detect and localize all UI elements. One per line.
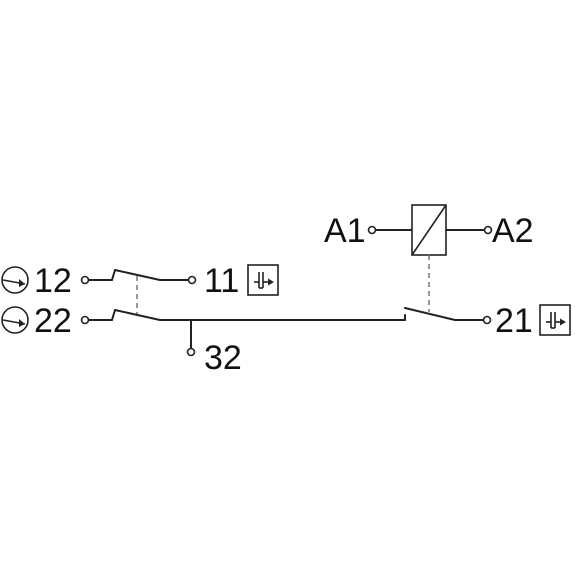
contact-blade-22 [114, 309, 161, 321]
delay-contact-symbol-icon [247, 264, 279, 296]
terminal-label-12: 12 [34, 262, 72, 300]
terminal-11 [187, 275, 197, 285]
contact-12-11: 12 11 [34, 262, 239, 300]
relay-coil-group: A1 A2 [324, 204, 534, 256]
delay-contact-symbol-icon [539, 304, 571, 336]
terminal-32 [186, 347, 196, 357]
terminal-label-21: 21 [495, 302, 533, 340]
arrow-circle-icon [1, 306, 29, 334]
arrow-circle-icon [1, 266, 29, 294]
contact-22-32: 22 32 [34, 302, 406, 377]
terminal-a1 [367, 225, 377, 235]
relay-coil-diagonal [411, 204, 447, 256]
contact-blade-21 [404, 307, 456, 321]
terminal-label-22: 22 [34, 302, 72, 340]
terminal-label-32: 32 [204, 339, 242, 377]
terminal-label-11: 11 [204, 262, 239, 300]
terminal-22 [80, 315, 90, 325]
terminal-label-a2: A2 [492, 212, 534, 250]
terminal-21 [482, 315, 492, 325]
terminal-label-a1: A1 [324, 212, 366, 250]
contact-21: 21 [404, 302, 533, 340]
contact-tick-22 [111, 309, 116, 321]
terminal-a2 [483, 225, 493, 235]
contact-tick-12 [111, 269, 116, 281]
contact-blade-12-11 [114, 269, 161, 281]
terminal-12 [80, 275, 90, 285]
